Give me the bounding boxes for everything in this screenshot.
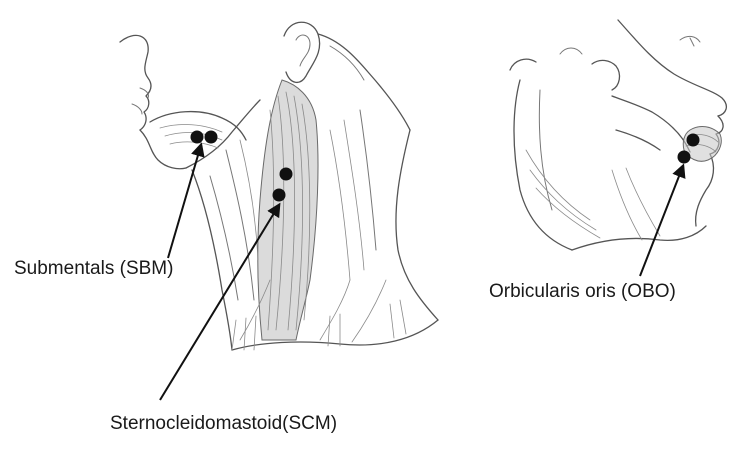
submental-electrode-2 — [205, 131, 218, 144]
scm-electrode-2 — [273, 189, 286, 202]
scm-label: Sternocleidomastoid(SCM) — [110, 414, 337, 433]
submentals-arrow — [168, 145, 201, 258]
obo-electrode-1 — [687, 134, 700, 147]
submental-electrodes — [191, 131, 218, 144]
submental-electrode-1 — [191, 131, 204, 144]
obo-electrode-2 — [678, 151, 691, 164]
left-neck-illustration — [120, 22, 438, 350]
scm-electrode-1 — [280, 168, 293, 181]
orbicularis-label: Orbicularis oris (OBO) — [489, 282, 676, 301]
submentals-label: Submentals (SBM) — [14, 259, 173, 278]
obo-arrow — [640, 166, 683, 276]
